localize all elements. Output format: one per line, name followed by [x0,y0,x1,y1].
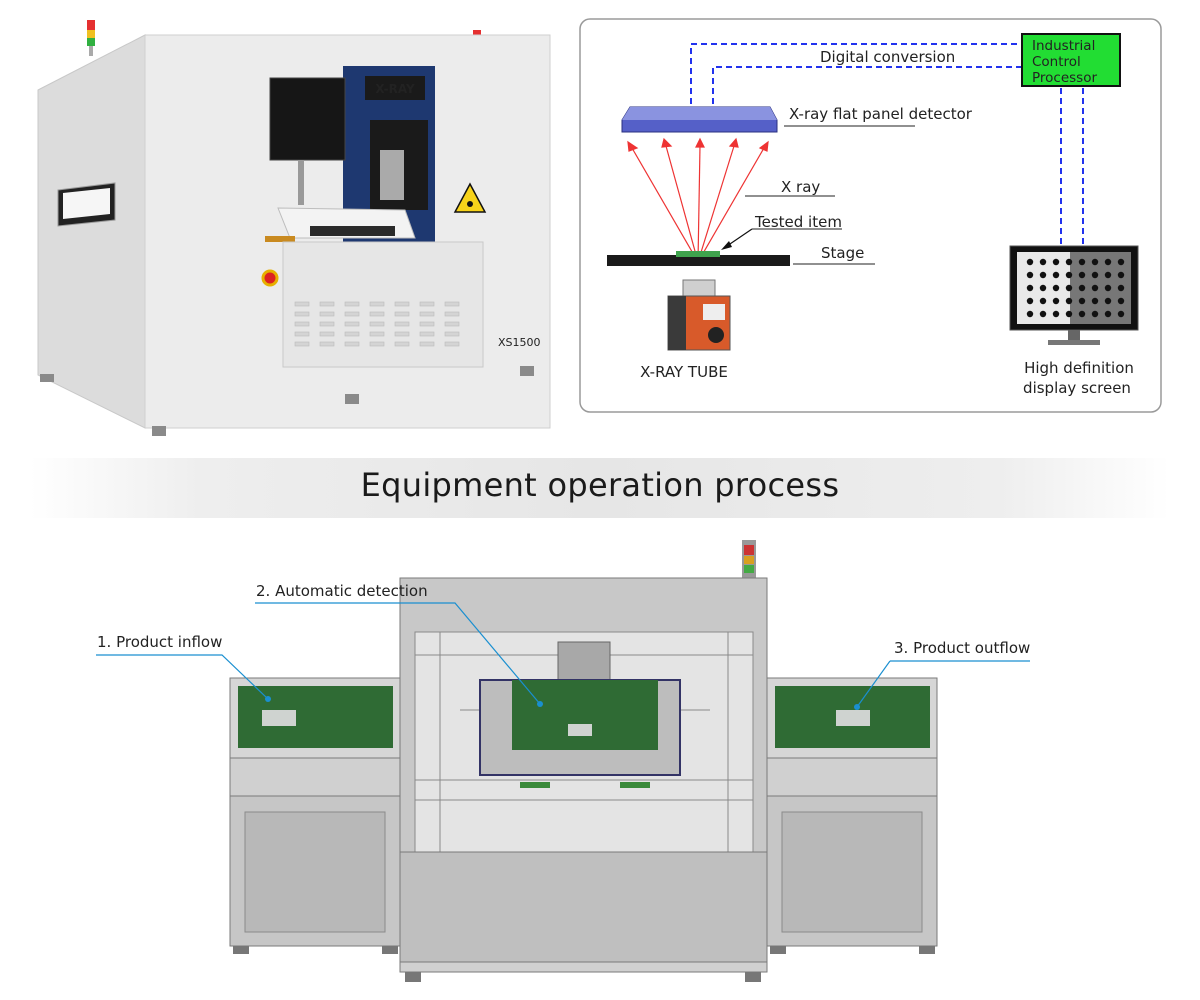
callout-lines [96,602,1030,708]
xray-principle-diagram: Industrial Control Processor Digital con… [579,18,1162,413]
machine-feet [40,366,534,436]
x-ray-label: X ray [781,178,820,196]
tube-label: X-RAY TUBE [640,363,728,381]
central-inspection-unit [399,540,768,982]
pcb-left [238,686,393,748]
detector-label: X-ray flat panel detector [789,105,973,123]
industrial-control-processor [1021,33,1121,87]
brand-badge [365,76,425,100]
emergency-stop-button [261,269,279,287]
screen-label-line-2: display screen [1023,379,1131,397]
x-ray-tube [667,279,731,351]
section-banner: Equipment operation process [30,458,1170,518]
section-title: Equipment operation process [360,466,840,504]
x-ray-beams [627,137,769,263]
operation-process-illustration: 1. Product inflow 2. Automatic detection… [96,540,1030,982]
brand-badge-text: X-RAY [375,82,415,96]
callout-dots [265,696,860,710]
processor-line-2: Control [1032,54,1081,70]
display-screen [1009,245,1139,345]
processor-line-1: Industrial [1032,38,1095,54]
signal-lines [690,43,1084,246]
step-product-outflow: 3. Product outflow [894,639,1030,657]
screen-label-line-1: High definition [1024,359,1134,377]
step-product-inflow: 1. Product inflow [97,633,222,651]
signal-tower-left [87,20,95,56]
monitor [269,77,346,161]
pcb-center [512,680,658,750]
digital-conversion-label: Digital conversion [820,48,955,66]
xray-machine-photo: X-RAY XS1500 [37,20,551,436]
model-label: XS1500 [498,336,541,349]
radiation-warning-icon [453,182,487,213]
stage [607,255,790,266]
tested-item [676,251,720,257]
step-automatic-detection: 2. Automatic detection [256,582,428,600]
processor-line-3: Processor [1032,70,1097,86]
inflow-conveyor [229,677,401,954]
stage-label: Stage [821,244,864,262]
vent-slots [294,301,460,347]
tested-item-label: Tested item [754,213,842,231]
outflow-conveyor [766,677,938,954]
keyboard [310,226,395,236]
